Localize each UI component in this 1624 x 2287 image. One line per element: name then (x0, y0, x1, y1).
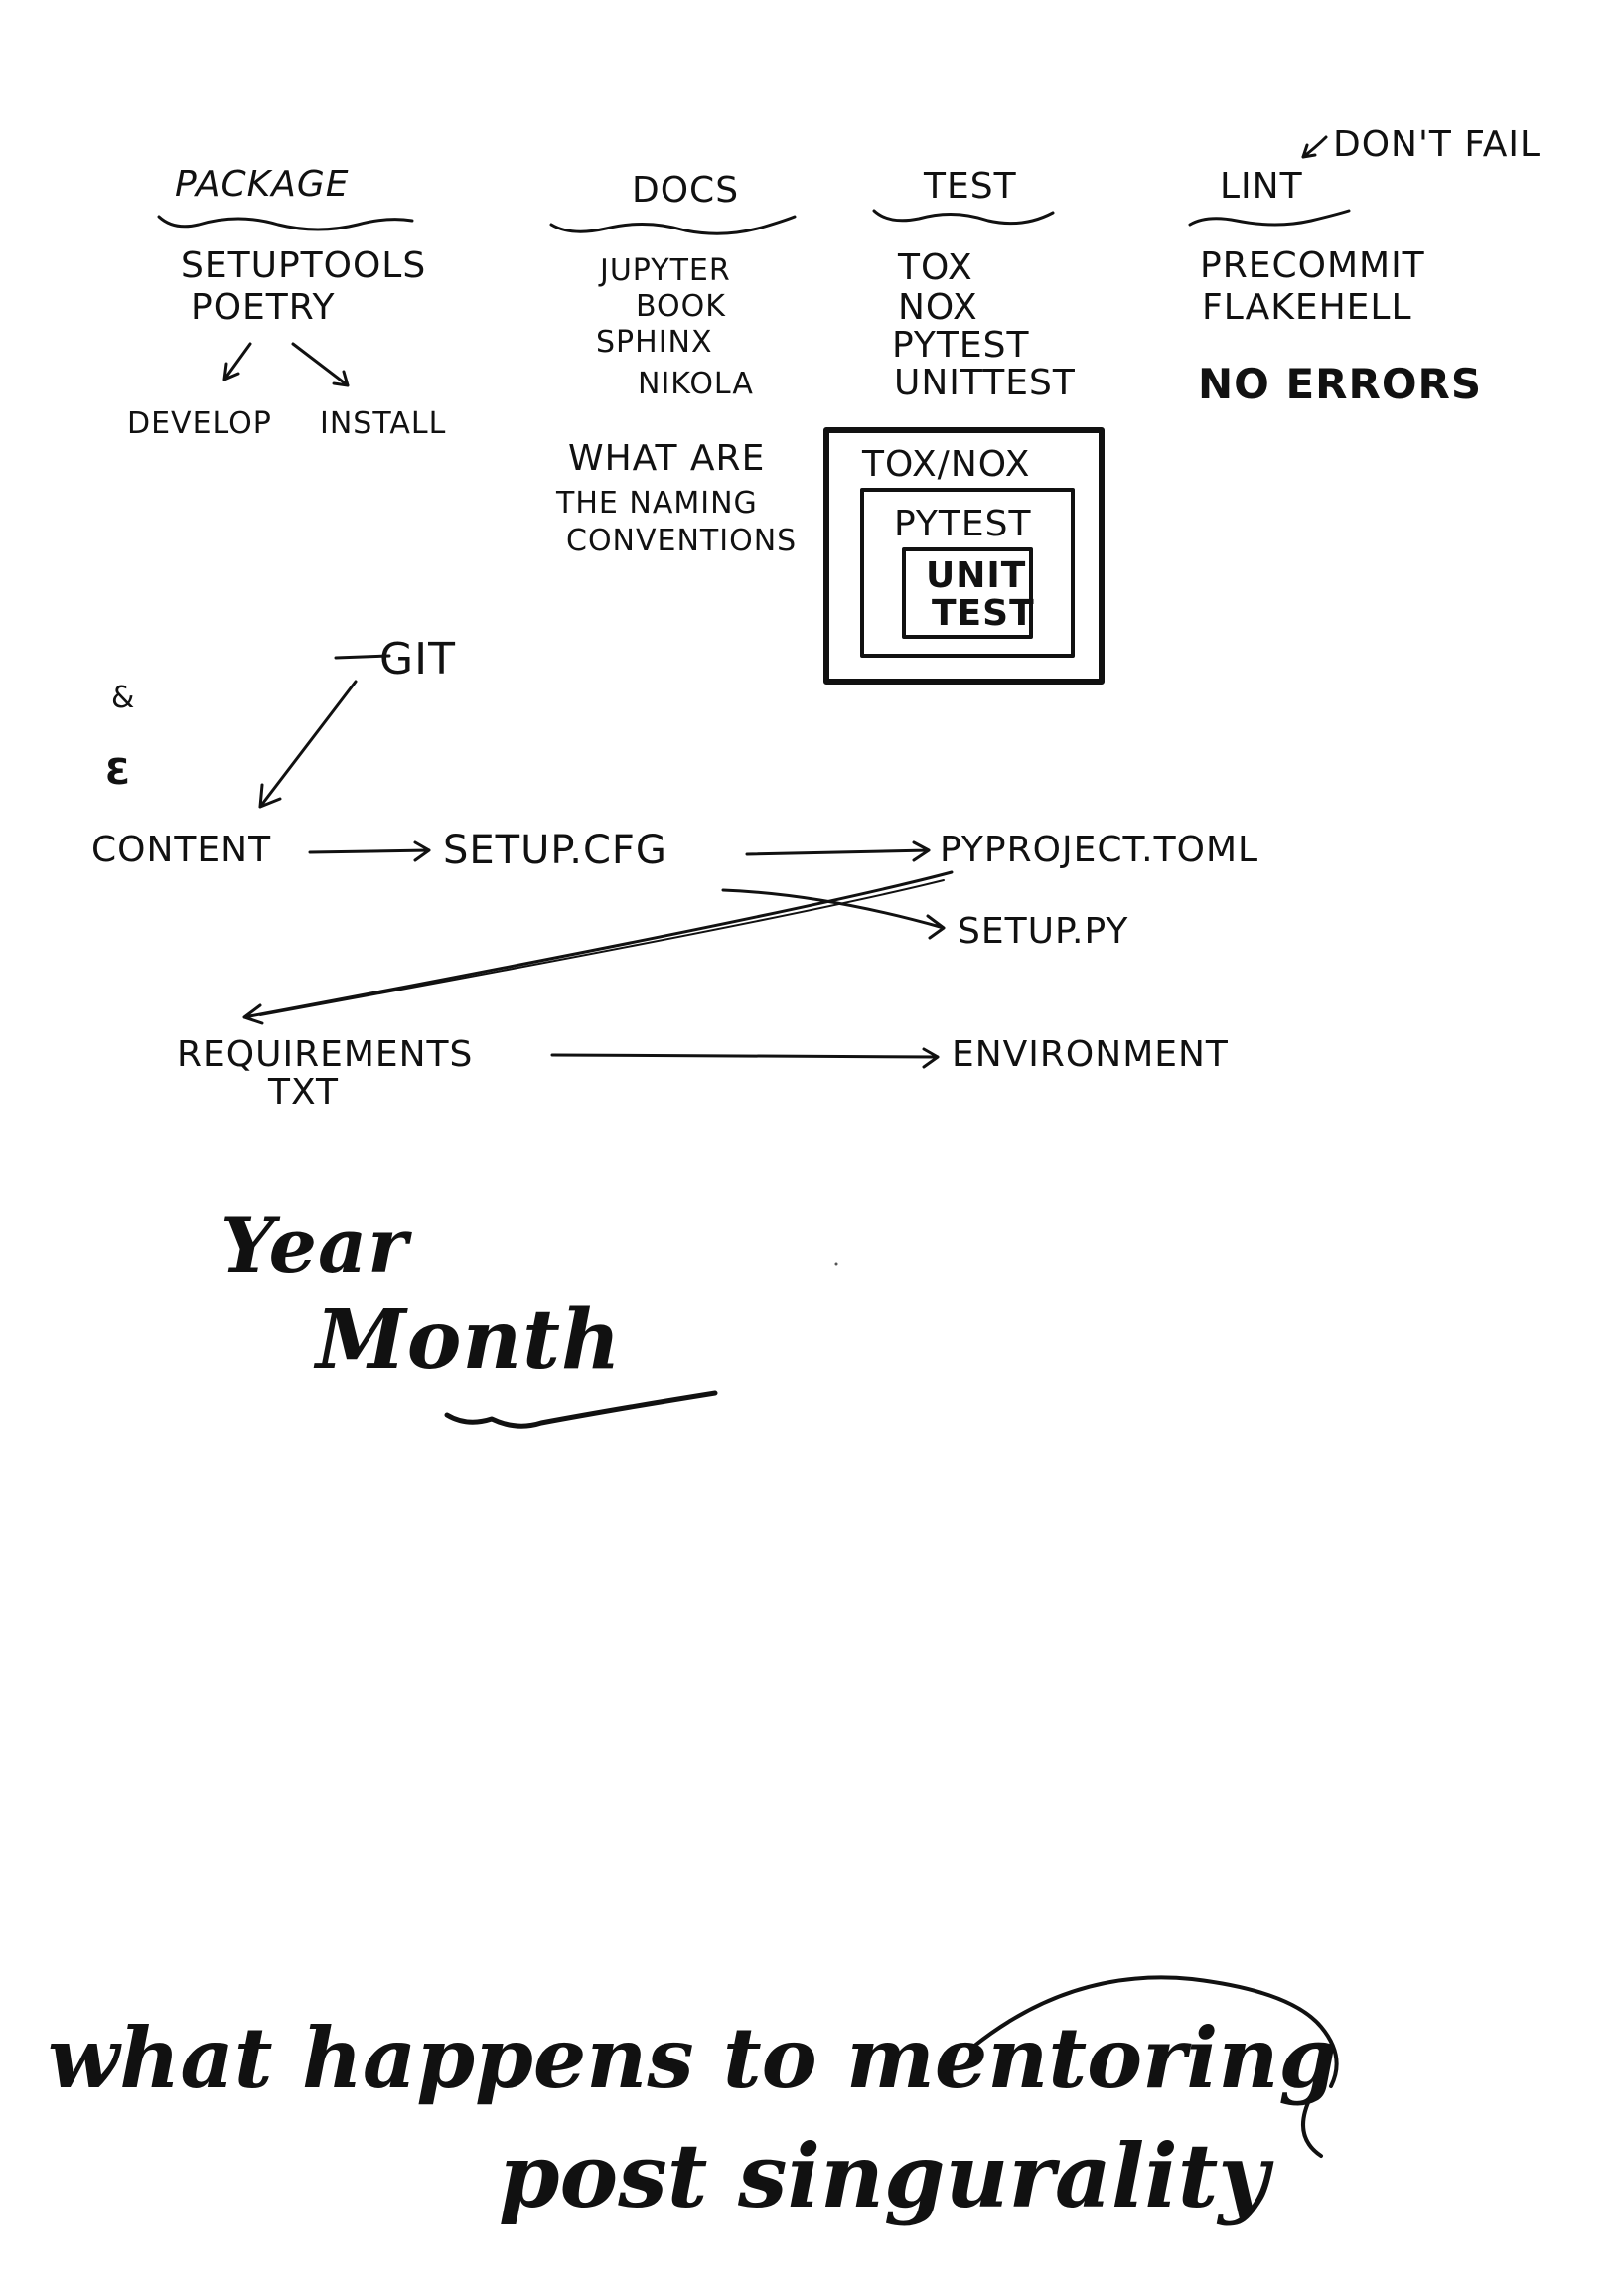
margin-mark-symbol: Ɛ (105, 752, 132, 793)
closing-phrase-line-1: what happens to mentoring (48, 2009, 1338, 2107)
tox-nox-box (823, 427, 1105, 685)
setup-cfg-to-pyproject-arrow (745, 840, 931, 862)
pyproject-to-requirements-arrow-2 (259, 879, 945, 1016)
singurality-flourish (1301, 2094, 1323, 2158)
naming-question-line-1: WHAT ARE (568, 438, 766, 479)
test-item-nox: NOX (898, 287, 978, 328)
flow-git: GIT (379, 634, 456, 685)
month-swash (444, 1390, 718, 1429)
lint-underline (1188, 209, 1351, 227)
closing-phrase-line-2: post singurality (499, 2124, 1269, 2227)
pytest-box (860, 488, 1075, 658)
docs-item-nikola: NIKOLA (638, 367, 754, 401)
flow-environment: ENVIRONMENT (952, 1034, 1229, 1075)
unit-label: UNIT (926, 555, 1027, 596)
stray-dot (834, 1262, 838, 1266)
test-label: TEST (932, 593, 1035, 634)
lint-item-flakehell: FLAKEHELL (1202, 287, 1412, 328)
unittest-box (902, 547, 1033, 639)
install-arrow (291, 342, 350, 387)
docs-item-book: BOOK (636, 289, 726, 324)
tox-nox-label: TOX/NOX (862, 444, 1031, 485)
test-underline (872, 209, 1055, 226)
flow-requirements-line-1: REQUIREMENTS (177, 1034, 474, 1075)
docs-underline (549, 215, 797, 235)
package-item-poetry: POETRY (191, 287, 336, 328)
git-strike (334, 654, 391, 660)
test-item-unittest: UNITTEST (894, 363, 1076, 403)
pytest-label: PYTEST (894, 504, 1032, 544)
pyproject-to-requirements-arrow (242, 870, 954, 1025)
lint-annotation: DON'T FAIL (1333, 124, 1542, 165)
package-heading: PACKAGE (175, 164, 350, 205)
develop-arrow (222, 342, 252, 381)
git-arrow (258, 680, 358, 809)
flow-setup-py: SETUP.PY (958, 911, 1129, 952)
test-item-pytest: PYTEST (892, 325, 1030, 366)
package-branch-develop: DEVELOP (127, 406, 272, 441)
docs-item-sphinx: SPHINX (596, 325, 713, 360)
naming-question-line-3: CONVENTIONS (566, 524, 798, 558)
docs-heading: DOCS (632, 170, 740, 211)
dont-fail-arrow (1301, 135, 1328, 159)
lint-heading: LINT (1220, 166, 1303, 207)
lint-item-precommit: PRECOMMIT (1200, 245, 1425, 286)
flow-requirements-line-2: TXT (268, 1072, 340, 1113)
naming-question-line-2: THE NAMING (556, 486, 758, 521)
lint-note: NO ERRORS (1198, 360, 1483, 408)
setup-cfg-to-setup-py-arrow (721, 888, 946, 940)
docs-item-jupyter: JUPYTER (600, 253, 731, 288)
requirements-to-environment-arrow (550, 1047, 940, 1069)
flow-content: CONTENT (91, 830, 272, 870)
margin-mark-ampersand: & (111, 681, 136, 715)
package-branch-install: INSTALL (320, 406, 447, 441)
test-heading: TEST (924, 166, 1017, 207)
package-item-setuptools: SETUPTOOLS (181, 245, 427, 286)
flow-pyproject: PYPROJECT.TOML (940, 830, 1259, 870)
mentoring-flourish (971, 1975, 1339, 2088)
content-to-setup-cfg-arrow (308, 840, 431, 862)
test-item-tox: TOX (898, 247, 973, 288)
flow-setup-cfg: SETUP.CFG (443, 828, 667, 873)
script-month: Month (316, 1293, 622, 1388)
package-underline (157, 215, 414, 231)
script-year: Year (221, 1201, 409, 1290)
